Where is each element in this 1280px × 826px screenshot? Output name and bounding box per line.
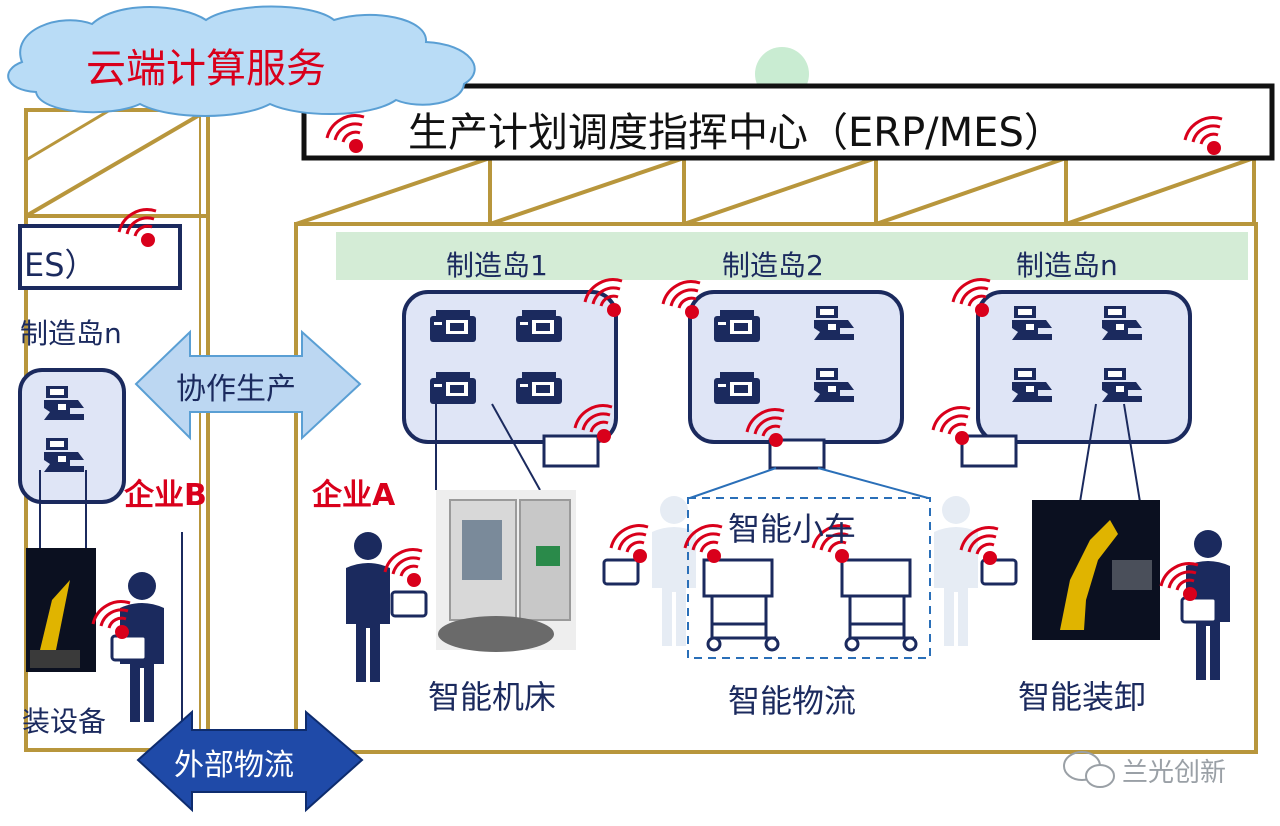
cnc-machine-icon: [430, 372, 476, 404]
smart-logistics-label: 智能物流: [728, 682, 857, 720]
watermark-text: 兰光创新: [1122, 758, 1227, 788]
smart-machine-tool-label: 智能机床: [428, 678, 557, 716]
smart-cart-label: 智能小车: [728, 510, 857, 548]
island-2-label: 制造岛2: [722, 249, 824, 282]
enterprise-b-label: 企业B: [124, 478, 207, 513]
island-1-label: 制造岛1: [446, 249, 548, 282]
control-center-title: 生产计划调度指挥中心（ERP/MES）: [408, 110, 1064, 156]
cnc-machine-icon: [516, 372, 562, 404]
cart-icon: [702, 558, 780, 652]
cart-icon: [840, 558, 918, 652]
enterprise-b-mes-title: ES）: [24, 246, 97, 284]
tablet-icon: [602, 558, 640, 586]
external-logistics-arrow: [136, 709, 364, 813]
wifi-signal-icon: [931, 406, 972, 447]
tablet-icon: [390, 590, 428, 618]
tablet-icon: [1180, 596, 1218, 624]
pallet-box: [542, 434, 600, 468]
pallet-box: [960, 434, 1018, 468]
enterprise-b-device-label: 装设备: [22, 705, 107, 738]
cloud-shape: [7, 5, 476, 117]
operator-icon: [346, 532, 390, 682]
smart-cart-area: [687, 497, 931, 659]
cnc-machine-icon: [714, 372, 760, 404]
robot-photo: [1032, 500, 1160, 640]
cloud-label: 云端计算服务: [86, 46, 326, 92]
wifi-signal-icon: [609, 524, 650, 565]
collab-arrow-label: 协作生产: [176, 372, 296, 407]
enterprise-b-island-box: [18, 368, 126, 504]
control-center-box: [301, 83, 1275, 161]
operator-icon: [652, 496, 696, 646]
island-label-band: [336, 232, 1248, 280]
cnc-machine-icon: [430, 310, 476, 342]
wifi-signal-icon: [383, 548, 424, 589]
cnc-machine-photo: [436, 490, 576, 652]
cnc-machine-icon: [516, 310, 562, 342]
operator-icon: [934, 496, 978, 646]
collab-arrow: [134, 329, 362, 441]
enterprise-b-island-label: 制造岛n: [20, 317, 122, 350]
island-n-label: 制造岛n: [1016, 249, 1118, 282]
smart-loading-label: 智能装卸: [1018, 678, 1147, 716]
robot-photo: [26, 548, 96, 672]
external-logistics-label: 外部物流: [174, 748, 294, 783]
island-n-box: [976, 290, 1192, 444]
cnc-machine-icon: [714, 310, 760, 342]
wechat-icon: [1063, 751, 1115, 788]
tablet-icon: [110, 634, 148, 662]
enterprise-a-label: 企业A: [312, 478, 396, 513]
